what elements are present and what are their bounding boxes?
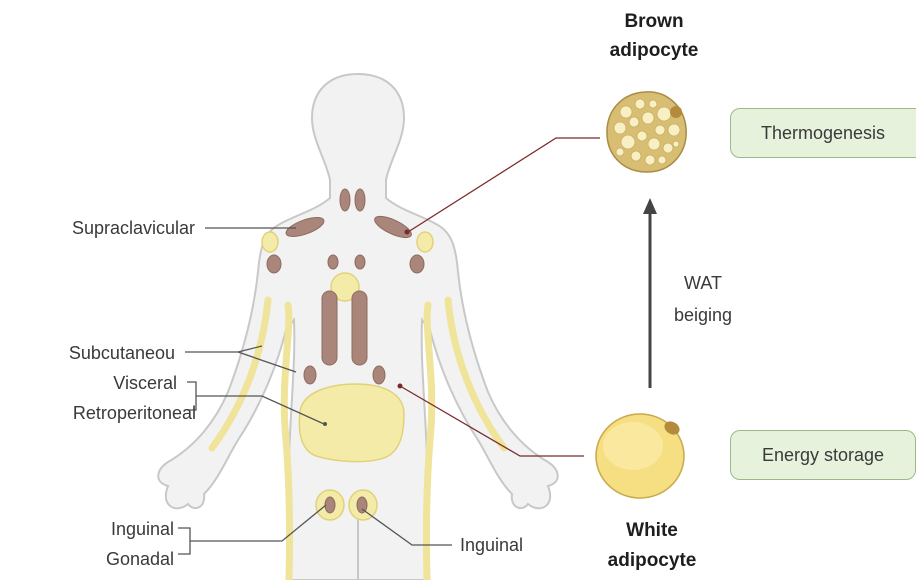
label-gonadal: Gonadal: [106, 549, 174, 569]
shoulder-fat-left: [262, 232, 278, 252]
process-label-2: beiging: [674, 305, 732, 325]
process-label-1: WAT: [684, 273, 722, 293]
label-subcutaneous: Subcutaneou: [69, 343, 175, 363]
brown-adipocyte-title-2: adipocyte: [610, 40, 699, 61]
beiging-arrow: [643, 198, 657, 388]
energy-storage-box: Energy storage: [730, 430, 916, 480]
brown-adipocyte-cell: [607, 92, 686, 172]
white-adipocyte-cell: [596, 414, 684, 498]
paravertebral-upper-left: [328, 255, 338, 269]
axillary-fat-left: [267, 255, 281, 273]
paravertebral-right: [352, 291, 367, 365]
inguinal-fat-right: [357, 497, 367, 513]
brown-connector: [408, 138, 600, 232]
paravertebral-left: [322, 291, 337, 365]
neck-fat-left: [340, 189, 350, 211]
white-connector-dot: [398, 384, 403, 389]
label-inguinal-left: Inguinal: [111, 519, 174, 539]
thermogenesis-box: Thermogenesis: [730, 108, 916, 158]
visceral-dot: [323, 422, 327, 426]
perirenal-fat-right: [373, 366, 385, 384]
label-supraclavicular: Supraclavicular: [72, 218, 195, 238]
neck-fat-right: [355, 189, 365, 211]
label-visceral: Visceral: [113, 373, 177, 393]
axillary-fat-right: [410, 255, 424, 273]
shoulder-fat-right: [417, 232, 433, 252]
thermogenesis-label: Thermogenesis: [761, 123, 885, 144]
brown-connector-dot: [405, 230, 410, 235]
white-adipocyte-title-2: adipocyte: [608, 550, 697, 571]
subcutaneous-strip-right: [426, 305, 431, 580]
perirenal-fat-left: [304, 366, 316, 384]
inguinal-fat-left: [325, 497, 335, 513]
energy-storage-label: Energy storage: [762, 445, 884, 466]
label-inguinal-right: Inguinal: [460, 535, 523, 555]
visceral-fat: [299, 384, 404, 462]
label-retroperitoneal: Retroperitoneal: [73, 403, 196, 423]
paravertebral-upper-right: [355, 255, 365, 269]
white-adipocyte-title-1: White: [626, 520, 678, 541]
brown-adipocyte-title-1: Brown: [624, 11, 683, 32]
